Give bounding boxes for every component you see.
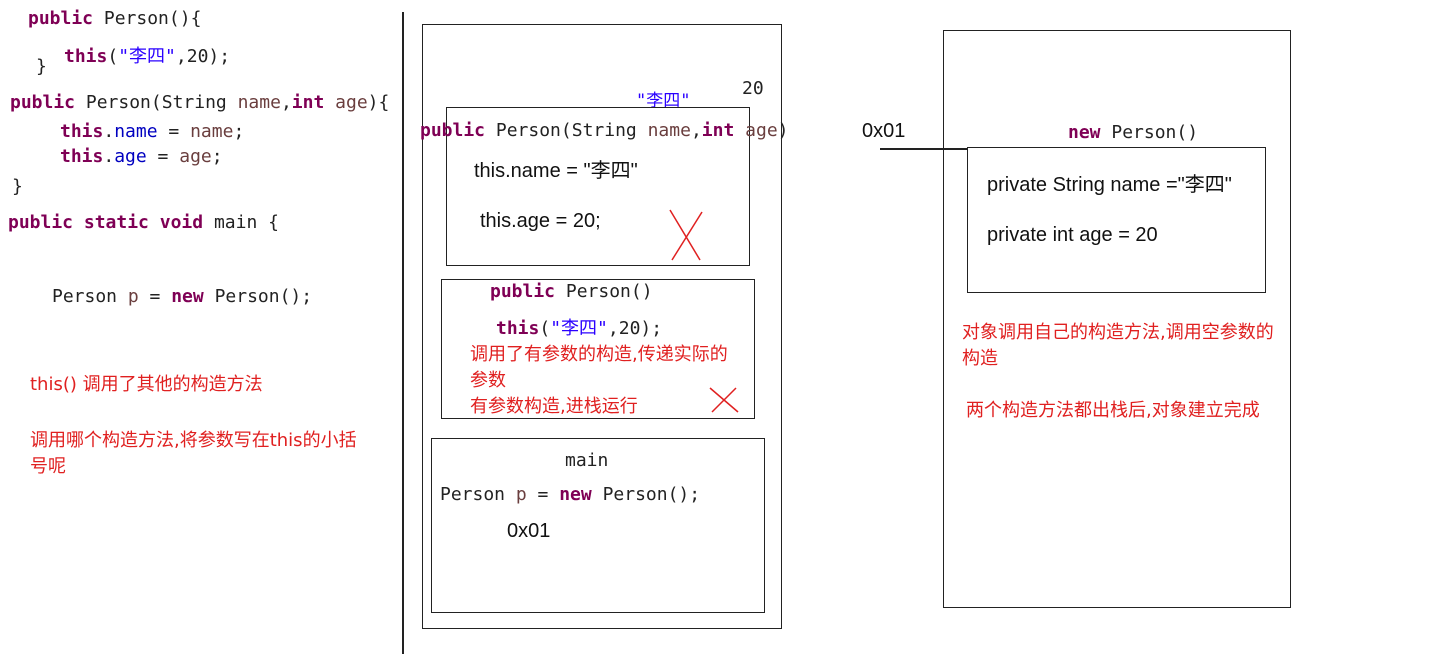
code-line-assign-name: this.name = name; — [60, 121, 245, 142]
code-line-constructor-args: public Person(String name,int age){ — [10, 92, 390, 113]
stack-frame-constructor-args — [446, 107, 750, 266]
code-line-close-brace-2: } — [12, 176, 23, 197]
heap-object-title: new Person() — [1068, 122, 1199, 143]
stack-frame-main — [431, 438, 765, 613]
note-object-created: 两个构造方法都出栈后,对象建立完成 — [966, 400, 1260, 421]
code-line-new-person: Person p = new Person(); — [52, 286, 313, 307]
heap-area — [943, 30, 1291, 608]
note-this-params: 调用哪个构造方法,将参数写在this的小括号呢 — [30, 430, 357, 477]
heap-object-box — [967, 147, 1266, 293]
frame-assign-age: this.age = 20; — [480, 210, 601, 232]
arg-string-label: "李四" — [636, 91, 691, 111]
code-line-main: public static void main { — [8, 212, 279, 233]
heap-field-age: private int age = 20 — [987, 224, 1158, 246]
stack-area — [422, 24, 782, 629]
cross-mark-frame1 — [669, 209, 703, 261]
code-line-close-brace: } — [36, 56, 47, 77]
frame-this-call: this("李四",20); — [496, 318, 663, 339]
note-call-args-constructor: 调用了有参数的构造,传递实际的参数 有参数构造,进栈运行 — [470, 344, 728, 417]
heap-address-label: 0x01 — [862, 120, 906, 142]
divider-line — [402, 12, 404, 654]
code-line-assign-age: this.age = age; — [60, 146, 223, 167]
stack-frame-constructor-noarg — [441, 279, 755, 419]
frame-main-address: 0x01 — [507, 520, 551, 542]
heap-field-name: private String name ="李四" — [987, 174, 1232, 196]
frame-constructor-args-signature: public Person(String name,int age) — [420, 120, 789, 141]
frame-assign-name: this.name = "李四" — [474, 160, 638, 182]
note-this-call: this() 调用了其他的构造方法 — [30, 374, 263, 395]
arg-number-label: 20 — [742, 78, 764, 99]
heap-address-pointer — [880, 148, 968, 150]
code-line-this-call: this("李四",20); — [64, 46, 231, 67]
note-object-constructor: 对象调用自己的构造方法,调用空参数的构造 — [962, 322, 1274, 369]
code-line-constructor-noarg: public Person(){ — [28, 8, 202, 29]
frame-main-new-person: Person p = new Person(); — [440, 484, 701, 505]
frame-main-title: main — [565, 450, 609, 471]
cross-mark-frame2 — [709, 387, 739, 413]
frame-constructor-noarg-signature: public Person() — [490, 281, 653, 302]
